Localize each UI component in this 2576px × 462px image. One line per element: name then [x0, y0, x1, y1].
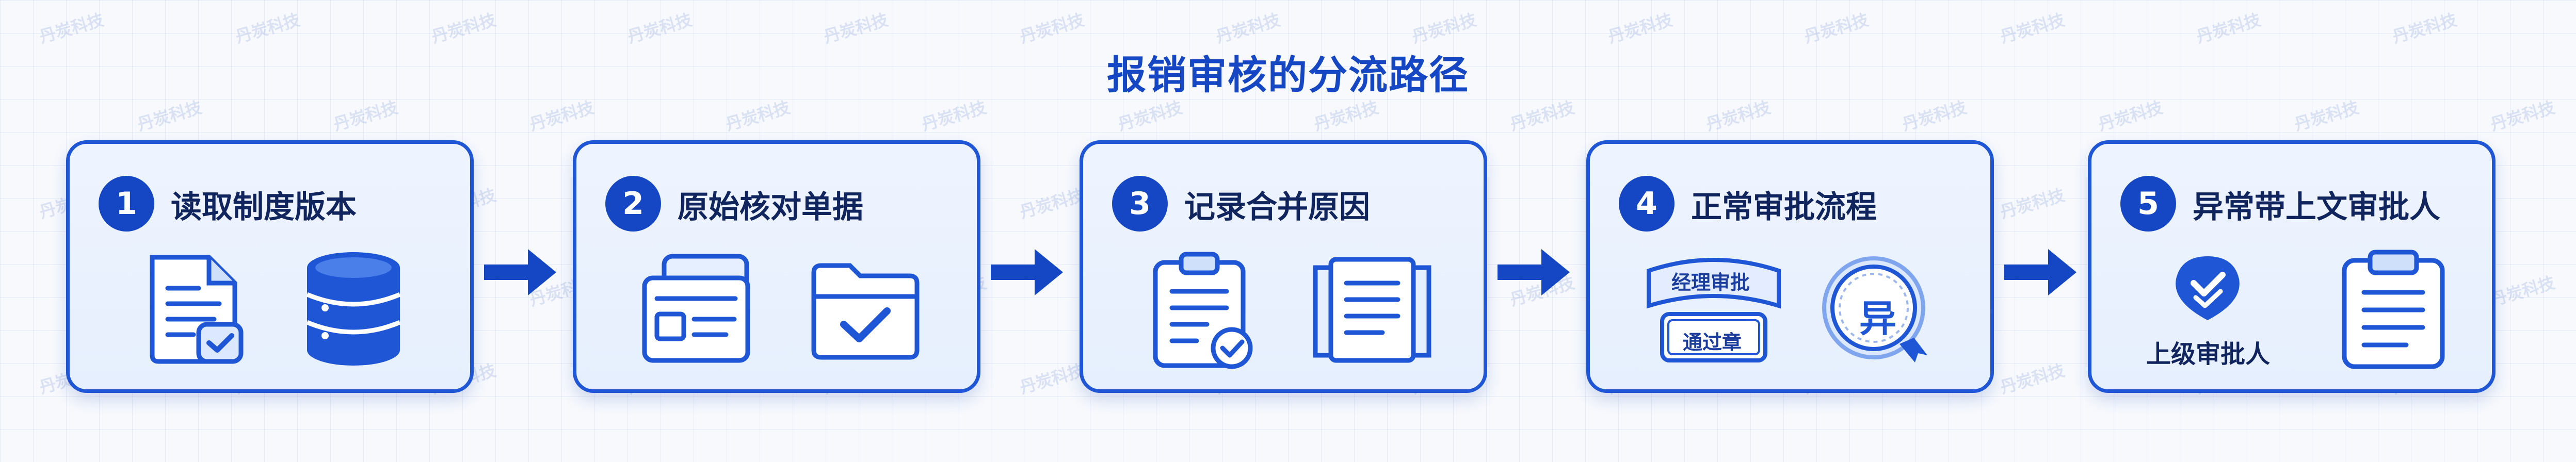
watermark-text: 丹炭科技: [37, 10, 106, 47]
database-icon: [306, 252, 401, 366]
seal-character: 异: [1859, 297, 1897, 340]
seal-icon: [1822, 256, 1927, 362]
step-number-badge: 5: [2120, 176, 2176, 232]
step-number-badge: 1: [99, 176, 154, 232]
step-title: 读取制度版本: [171, 189, 357, 225]
watermark-text: 丹炭科技: [1115, 97, 1184, 135]
watermark-text: 丹炭科技: [1998, 360, 2067, 398]
arrow-right-icon: [484, 249, 556, 295]
watermark-text: 丹炭科技: [233, 10, 302, 47]
step-title: 异常带上文审批人: [2193, 189, 2440, 225]
watermark-text: 丹炭科技: [1017, 10, 1086, 47]
step-title: 记录合并原因: [1184, 189, 1370, 225]
watermark-text: 丹炭科技: [1801, 10, 1871, 47]
step-card-2: 2 原始核对单据: [573, 140, 980, 393]
step-number-badge: 3: [1112, 176, 1168, 232]
step-card-3: 3 记录合并原因: [1080, 140, 1487, 393]
folder-check-icon: [811, 263, 920, 360]
watermark-text: 丹炭科技: [821, 10, 890, 47]
watermark-text: 丹炭科技: [2096, 97, 2165, 135]
step-card-1: 1 读取制度版本: [66, 140, 474, 393]
watermark-text: 丹炭科技: [2194, 10, 2263, 47]
clipboard-check-icon: [1153, 252, 1253, 369]
page-title: 报销审核的分流路径: [1107, 52, 1469, 98]
step-number-badge: 2: [605, 176, 661, 232]
watermark-text: 丹炭科技: [527, 97, 596, 135]
arrow-right-icon: [991, 249, 1063, 295]
arrow-right-icon: [1498, 249, 1570, 295]
stamp-top-label: 经理审批: [1671, 271, 1750, 294]
step-title: 正常审批流程: [1691, 189, 1877, 225]
watermark-text: 丹炭科技: [1213, 10, 1282, 47]
approval-stamp-icon: [1647, 258, 1781, 362]
watermark-text: 丹炭科技: [1017, 360, 1086, 398]
document-check-icon: [150, 255, 244, 364]
watermark-text: 丹炭科技: [135, 97, 204, 135]
step-card-4: 4 正常审批流程 经理审批 通过章 异: [1586, 140, 1994, 393]
watermark-text: 丹炭科技: [1605, 10, 1675, 47]
step-title: 原始核对单据: [678, 189, 863, 225]
clipboard-list-icon: [2342, 250, 2445, 369]
watermark-text: 丹炭科技: [1998, 185, 2067, 222]
watermark-text: 丹炭科技: [919, 97, 988, 135]
watermark-text: 丹炭科技: [2488, 273, 2557, 310]
approver-label: 上级审批人: [2146, 340, 2271, 369]
step-number-badge: 4: [1619, 176, 1675, 232]
watermark-text: 丹炭科技: [1899, 97, 1969, 135]
watermark-text: 丹炭科技: [1311, 97, 1380, 135]
watermark-text: 丹炭科技: [1703, 97, 1773, 135]
stamp-bottom-label: 通过章: [1683, 331, 1742, 354]
watermark-text: 丹炭科技: [625, 10, 694, 47]
arrow-right-icon: [2004, 249, 2076, 295]
watermark-text: 丹炭科技: [1507, 97, 1576, 135]
watermark-text: 丹炭科技: [429, 10, 498, 47]
watermark-text: 丹炭科技: [1017, 185, 1086, 222]
watermark-text: 丹炭科技: [723, 97, 792, 135]
form-document-icon: [642, 254, 750, 363]
watermark-text: 丹炭科技: [2488, 97, 2557, 135]
step-card-5: 5 异常带上文审批人 上级审批人: [2088, 140, 2496, 393]
folded-document-icon: [1313, 257, 1431, 363]
watermark-text: 丹炭科技: [2292, 97, 2361, 135]
watermark-text: 丹炭科技: [1998, 10, 2067, 47]
approver-badge-icon: [2176, 256, 2240, 320]
watermark-text: 丹炭科技: [2390, 10, 2459, 47]
watermark-text: 丹炭科技: [331, 97, 400, 135]
watermark-text: 丹炭科技: [1409, 10, 1478, 47]
